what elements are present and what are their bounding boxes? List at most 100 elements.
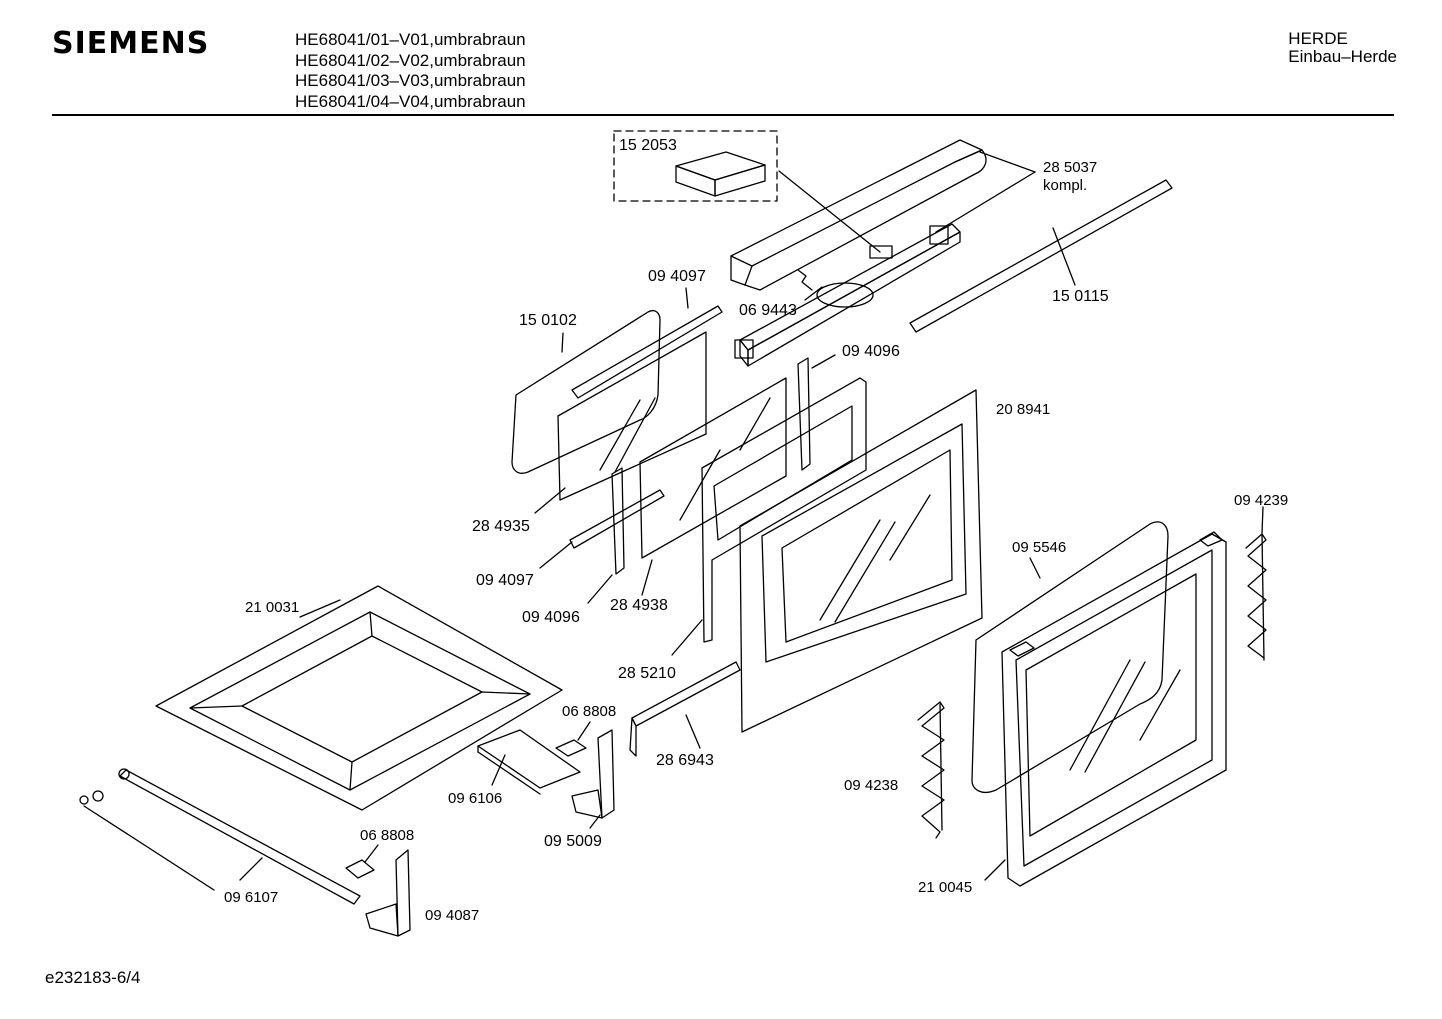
leader-286943: [685, 714, 701, 749]
leader-094097-bottom: [539, 541, 573, 569]
label-210045: 21 0045: [918, 879, 972, 896]
label-150115: 15 0115: [1052, 288, 1109, 305]
panel-bracket-left: [734, 339, 754, 359]
outer-glass-window: [761, 423, 967, 663]
clip-068808-lower: [345, 859, 375, 879]
heat-shield-150102: [511, 309, 661, 474]
leader-210045: [984, 859, 1006, 881]
rail-096107: [119, 769, 361, 905]
leader-285210: [671, 619, 703, 656]
tray-bevel: [369, 611, 373, 637]
label-094097-bottom: 09 4097: [476, 572, 534, 589]
leader-095009: [589, 814, 601, 829]
leader-068808-lower: [364, 844, 379, 863]
door-hinge-left: [1009, 641, 1035, 657]
model-line: HE68041/03–V03,umbrabraun: [295, 71, 526, 90]
shelf-rack-094238-spine: [939, 703, 943, 831]
tray-bevel: [481, 691, 531, 695]
bracket-095009: [597, 729, 615, 819]
label-068808-lower: 06 8808: [360, 827, 414, 844]
leader-096107-a: [83, 805, 215, 891]
clip-094097-top: [571, 305, 723, 399]
clip-094097-bottom: [569, 489, 665, 549]
switch-contact: [797, 269, 813, 291]
glass-reflection: [739, 397, 771, 451]
filter-pad-front: [714, 164, 766, 197]
frame-285210: [701, 377, 867, 643]
leader-210031: [299, 599, 341, 618]
label-069443: 06 9443: [739, 302, 797, 319]
label-286943: 28 6943: [656, 752, 714, 769]
rail-096106: [477, 729, 581, 789]
glass-reflection: [614, 397, 656, 473]
rail-096107-stop: [118, 768, 130, 780]
bracket-094087-foot: [365, 903, 399, 937]
leader-094096-top: [811, 354, 836, 369]
panel-bracket-right: [929, 225, 949, 245]
outer-glass-208941: [739, 389, 983, 733]
glass-284938: [639, 377, 787, 559]
glass-reflection: [1084, 661, 1146, 773]
tray-210031-floor: [241, 635, 483, 763]
shelf-rack-094239: [1245, 506, 1267, 661]
panel-base-front: [747, 231, 961, 367]
bracket-094087-group: [345, 844, 411, 937]
label-285037: 28 5037: [1043, 159, 1097, 176]
seal-strip-body: [909, 179, 1173, 333]
leader-094096-left: [587, 574, 613, 604]
rail-096107-group: [79, 768, 361, 905]
label-068808-upper: 06 8808: [562, 703, 616, 720]
label-094087: 09 4087: [425, 907, 479, 924]
brand-logo: SIEMENS: [52, 26, 210, 61]
leader-152053: [778, 170, 881, 253]
glass-284935: [557, 331, 707, 501]
label-152053: 15 2053: [619, 137, 677, 154]
bracket-095009-group: [555, 721, 615, 829]
baking-tray-group: [155, 585, 563, 811]
category-title: HERDE: [1288, 29, 1348, 48]
label-208941: 20 8941: [996, 401, 1050, 418]
glass-reflection: [599, 399, 641, 471]
filter-pad-side: [675, 165, 716, 197]
shelf-rack-094239-wire: [1245, 533, 1267, 659]
shelf-rack-094238-wire: [917, 701, 945, 839]
bracket-095009-foot: [571, 789, 603, 819]
tray-bevel: [349, 761, 353, 791]
bracket-094096-left: [611, 467, 625, 575]
label-094096-top: 09 4096: [842, 343, 900, 360]
leader-094239: [1261, 506, 1264, 534]
bracket-094096-top: [797, 357, 811, 471]
model-line: HE68041/01–V01,umbrabraun: [295, 30, 526, 49]
shelf-rack-094239-spine: [1261, 533, 1265, 661]
door-frame-210045: [1001, 533, 1227, 887]
leader-094097-top: [685, 287, 689, 309]
leader-150115: [1052, 227, 1076, 286]
screw-icon: [79, 795, 89, 805]
header-divider: [52, 114, 1394, 116]
frame-285210-inner: [713, 405, 853, 541]
oven-door-group: [971, 521, 1227, 887]
door-frame-inner: [1015, 549, 1213, 867]
model-line: HE68041/02–V02,umbrabraun: [295, 50, 526, 70]
control-panel-housing: [730, 139, 1036, 367]
glass-reflection: [834, 521, 896, 623]
shelf-rack-094238: [917, 701, 945, 839]
gasket-095546: [971, 521, 1169, 794]
bracket-094087: [395, 849, 411, 937]
panel-base-end: [739, 339, 749, 367]
part-152053-group: [613, 130, 881, 253]
outer-glass-inner: [781, 449, 953, 643]
label-094097-top: 09 4097: [648, 268, 706, 285]
tray-bevel: [189, 705, 243, 709]
leader-284938: [641, 559, 653, 596]
label-284938: 28 4938: [610, 597, 668, 614]
label-095546: 09 5546: [1012, 539, 1066, 556]
label-096106: 09 6106: [448, 790, 502, 807]
leader-150102: [561, 332, 564, 353]
label-284935: 28 4935: [472, 518, 530, 535]
label-210031: 21 0031: [245, 599, 299, 616]
seal-strip: [909, 179, 1173, 333]
leader-285037-a: [935, 171, 1036, 233]
label-285210: 28 5210: [618, 665, 676, 682]
